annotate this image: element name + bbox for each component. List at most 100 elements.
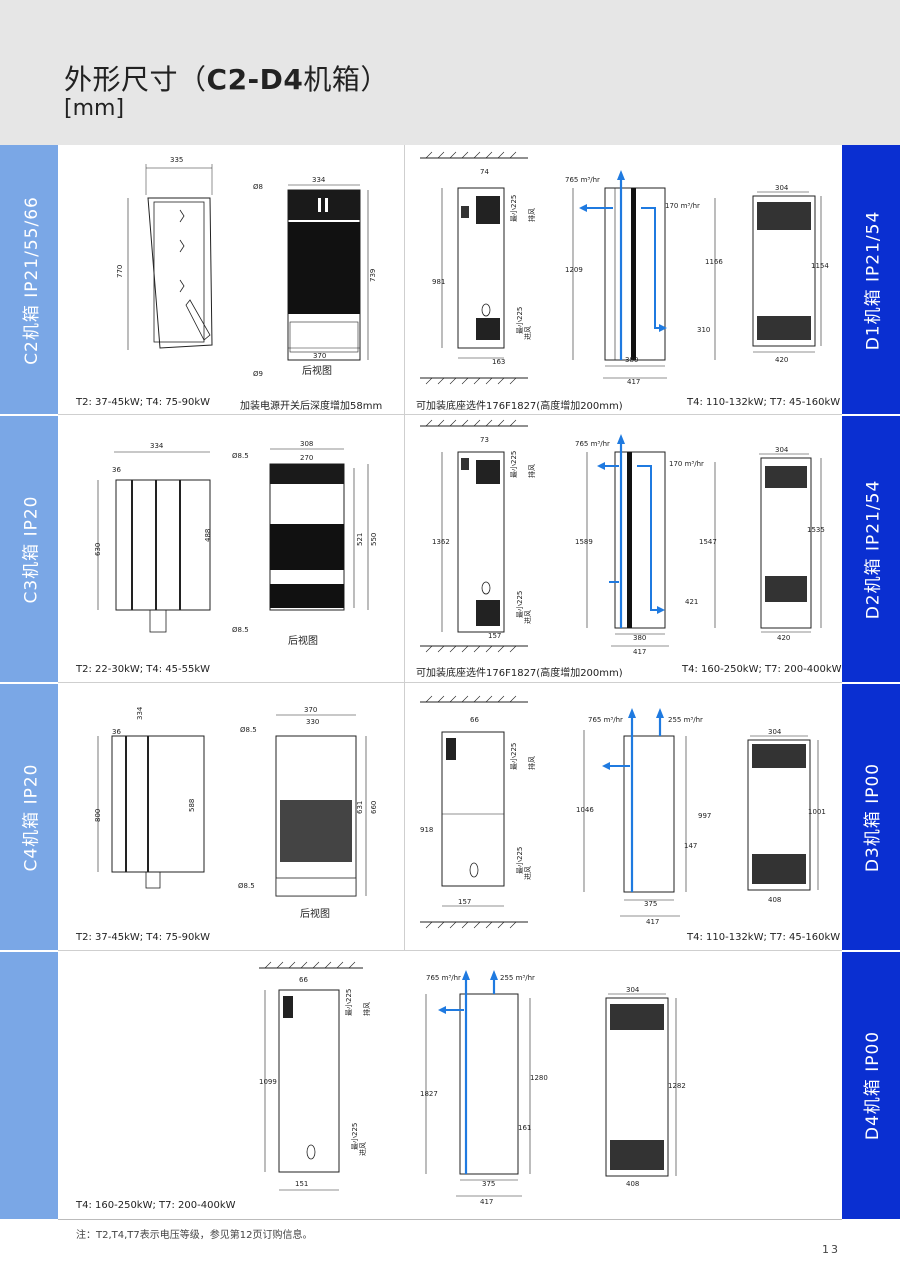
d1-airflow-view: 765 m³/hr 170 m³/hr 1209 1166 310 380 41…: [565, 170, 723, 386]
d4-bottom: 151: [295, 1180, 308, 1188]
c2-rear-width-bottom: 370: [313, 352, 326, 360]
d3-bottom: 157: [458, 898, 471, 906]
d4-intake: 最小225: [350, 1123, 359, 1150]
left-band-c4: C4机箱 IP20: [0, 683, 58, 951]
d3-intake-label: 进风: [524, 866, 532, 880]
c4-side-top: 36: [112, 728, 121, 736]
d1-exhaust-label: 排风: [527, 208, 536, 222]
c4-rear-label: 后视图: [300, 907, 330, 920]
d1-caption: T4: 110-132kW; T7: 45-160kW: [687, 397, 841, 408]
c3-side-view: 334 36 630 488: [94, 442, 212, 633]
d4-air-depth2: 417: [480, 1198, 493, 1206]
d2-note: 可加装底座选件176F1827(高度增加200mm): [416, 668, 623, 679]
c3-rear-label: 后视图: [288, 634, 318, 647]
d2-air-out: 765 m³/hr: [575, 440, 610, 448]
c3-hole-bottom: Ø8.5: [232, 626, 249, 634]
c2-hole-bottom: Ø9: [253, 370, 263, 378]
c2-side-view: 335 770: [116, 156, 213, 350]
d1-air-side: 310: [697, 326, 710, 334]
d1-air-height2: 1166: [705, 258, 723, 266]
c3-rear-width-inner: 270: [300, 454, 313, 462]
c4-rear-height2: 660: [370, 801, 378, 814]
d3-air-height2: 997: [698, 812, 711, 820]
c4-side-height2: 588: [188, 799, 196, 812]
c4-side-view: 334 36 800 588: [94, 706, 205, 889]
d2-intake-label: 进风: [524, 610, 532, 624]
d2-front-width-top: 304: [775, 446, 789, 454]
d2-exhaust-label: 排风: [527, 464, 536, 478]
left-band-empty: [0, 951, 58, 1219]
d2-clearance-view: 73 1362 157 最小225 排风 最小225 进风: [420, 419, 536, 653]
d4-air-in: 255 m³/hr: [500, 974, 535, 982]
d3-height: 918: [420, 826, 433, 834]
d1-bottom: 163: [492, 358, 505, 366]
c2-rear-label: 后视图: [302, 364, 332, 377]
d2-caption: T4: 160-250kW; T7: 200-400kW: [682, 664, 842, 675]
right-band-d1: D1机箱 IP21/54: [842, 145, 900, 415]
d2-air-height2: 1547: [699, 538, 717, 546]
page-title: 外形尺寸（C2-D4机箱）: [64, 63, 389, 96]
c4-rear-width-inner: 330: [306, 718, 319, 726]
c2-hole-top: Ø8: [253, 183, 263, 191]
d2-front-height: 1535: [807, 526, 825, 534]
d3-airflow-view: 765 m³/hr 255 m³/hr 1046 997 147 375 417: [576, 708, 711, 926]
d1-air-in: 170 m³/hr: [665, 202, 700, 210]
d4-intake-label: 进风: [359, 1142, 367, 1156]
d3-air-depth2: 417: [646, 918, 659, 926]
c2-rear-width-top: 334: [312, 176, 326, 184]
d1-front-height: 1154: [811, 262, 829, 270]
d2-intake: 最小225: [515, 591, 524, 618]
d4-front-width-top: 304: [626, 986, 640, 994]
d3-clearance-view: 66 918 157 最小225 排风 最小225 进风: [420, 695, 536, 929]
d2-exhaust: 最小225: [509, 451, 518, 478]
c4-side-width: 334: [136, 706, 144, 720]
c4-rear-width-top: 370: [304, 706, 317, 714]
d4-air-height: 1827: [420, 1090, 438, 1098]
c3-rear-width-top: 308: [300, 440, 313, 448]
d2-air-depth: 380: [633, 634, 646, 642]
d3-top-gap: 66: [470, 716, 479, 724]
d1-air-out: 765 m³/hr: [565, 176, 600, 184]
unit-label: [mm]: [64, 96, 125, 121]
d2-bottom: 157: [488, 632, 501, 640]
d3-front-width-bottom: 408: [768, 896, 781, 904]
d2-air-side: 421: [685, 598, 698, 606]
right-band-d3: D3机箱 IP00: [842, 683, 900, 951]
d1-height: 981: [432, 278, 445, 286]
d3-front-view: 304 1001 408: [747, 728, 826, 904]
d4-air-depth: 375: [482, 1180, 495, 1188]
d4-height: 1099: [259, 1078, 277, 1086]
d4-air-height2: 1280: [530, 1074, 548, 1082]
c3-side-width: 334: [150, 442, 164, 450]
footer-divider: [58, 1219, 842, 1220]
d1-air-depth: 380: [625, 356, 638, 364]
c3-rear-view: 308 Ø8.5 270 521 550 Ø8.5 后视图: [232, 440, 378, 647]
footnote: 注：T2,T4,T7表示电压等级，参见第12页订购信息。: [76, 1230, 313, 1241]
c4-side-height: 800: [94, 809, 102, 822]
d2-height: 1362: [432, 538, 450, 546]
d2-air-in: 170 m³/hr: [669, 460, 704, 468]
d3-front-height: 1001: [808, 808, 826, 816]
c3-caption: T2: 22-30kW; T4: 45-55kW: [76, 664, 211, 675]
left-band-c3: C3机箱 IP20: [0, 415, 58, 683]
c3-side-height2: 488: [204, 529, 212, 542]
d4-front-view: 304 1282 408: [605, 986, 686, 1188]
right-band-d4: D4机箱 IP00: [842, 951, 900, 1219]
c2-rear-height: 739: [369, 269, 377, 282]
d1-intake: 最小225: [515, 307, 524, 334]
d3-air-in: 255 m³/hr: [668, 716, 703, 724]
d4-front-width-bottom: 408: [626, 1180, 639, 1188]
c2-side-width: 335: [170, 156, 183, 164]
d1-air-depth2: 417: [627, 378, 640, 386]
c2-side-height: 770: [116, 265, 124, 278]
d2-front-width-bottom: 420: [777, 634, 790, 642]
c3-rear-height2: 550: [370, 533, 378, 546]
d1-front-width-top: 304: [775, 184, 789, 192]
c2-caption: T2: 37-45kW; T4: 75-90kW: [76, 397, 211, 408]
d3-intake: 最小225: [515, 847, 524, 874]
d4-caption: T4: 160-250kW; T7: 200-400kW: [76, 1200, 236, 1211]
c4-rear-height: 631: [356, 801, 364, 814]
c4-caption: T2: 37-45kW; T4: 75-90kW: [76, 932, 211, 943]
c3-rear-height: 521: [356, 533, 364, 546]
d1-note: 可加装底座选件176F1827(高度增加200mm): [416, 401, 623, 412]
